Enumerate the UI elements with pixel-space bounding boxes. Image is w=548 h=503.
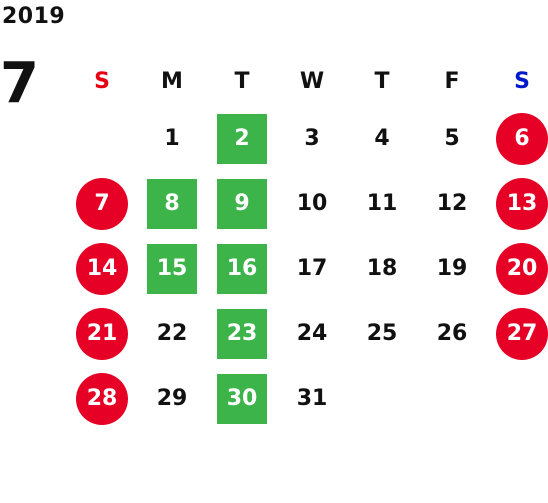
- day-cell[interactable]: 1: [137, 106, 207, 171]
- day-number-holiday[interactable]: 28: [76, 372, 128, 425]
- weekday-cell: W: [277, 56, 347, 106]
- weekday-wednesday: W: [299, 68, 325, 94]
- week-row: 7 8 9 10 11 12 13: [67, 171, 548, 236]
- day-cell[interactable]: 18: [347, 236, 417, 301]
- day-cell[interactable]: 2: [207, 106, 277, 171]
- day-cell[interactable]: 14: [67, 236, 137, 301]
- day-cell[interactable]: 27: [487, 301, 548, 366]
- day-cell[interactable]: 22: [137, 301, 207, 366]
- day-number[interactable]: 1: [164, 126, 180, 151]
- day-cell[interactable]: 11: [347, 171, 417, 236]
- day-cell[interactable]: 8: [137, 171, 207, 236]
- year-label: 2019: [2, 4, 66, 29]
- day-cell[interactable]: 7: [67, 171, 137, 236]
- day-cell[interactable]: 19: [417, 236, 487, 301]
- weekday-tuesday: T: [234, 68, 250, 94]
- day-number[interactable]: 12: [436, 191, 468, 216]
- day-number-marked[interactable]: 2: [217, 113, 267, 164]
- weekday-saturday: S: [514, 68, 530, 94]
- weekday-cell: S: [67, 56, 137, 106]
- week-row: 1 2 3 4 5 6: [67, 106, 548, 171]
- weekday-cell: F: [417, 56, 487, 106]
- day-empty: [76, 113, 128, 165]
- day-cell[interactable]: 15: [137, 236, 207, 301]
- day-number-marked[interactable]: 16: [217, 243, 267, 294]
- day-number[interactable]: 25: [366, 321, 398, 346]
- day-number-holiday[interactable]: 20: [496, 242, 548, 295]
- day-number[interactable]: 4: [374, 126, 390, 151]
- day-number[interactable]: 11: [366, 191, 398, 216]
- weekday-cell: T: [347, 56, 417, 106]
- day-number[interactable]: 24: [296, 321, 328, 346]
- day-number[interactable]: 31: [296, 386, 328, 411]
- day-number-holiday[interactable]: 27: [496, 307, 548, 360]
- day-cell[interactable]: 12: [417, 171, 487, 236]
- week-row: 28 29 30 31: [67, 366, 548, 431]
- week-row: 14 15 16 17 18 19 20: [67, 236, 548, 301]
- day-number[interactable]: 18: [366, 256, 398, 281]
- day-cell[interactable]: 31: [277, 366, 347, 431]
- day-cell[interactable]: 21: [67, 301, 137, 366]
- weekday-sunday: S: [94, 68, 110, 94]
- day-cell[interactable]: 20: [487, 236, 548, 301]
- day-cell: [487, 366, 548, 431]
- day-number[interactable]: 26: [436, 321, 468, 346]
- day-number-marked[interactable]: 15: [147, 243, 197, 294]
- day-cell[interactable]: 5: [417, 106, 487, 171]
- day-number-marked[interactable]: 30: [217, 373, 267, 424]
- day-number[interactable]: 17: [296, 256, 328, 281]
- day-cell[interactable]: 25: [347, 301, 417, 366]
- day-number[interactable]: 19: [436, 256, 468, 281]
- day-cell[interactable]: 13: [487, 171, 548, 236]
- day-number[interactable]: 5: [444, 126, 460, 151]
- weekday-cell: T: [207, 56, 277, 106]
- weekday-header: S M T W T F S: [67, 56, 548, 106]
- weekday-thursday: T: [374, 68, 390, 94]
- day-number[interactable]: 29: [156, 386, 188, 411]
- day-number[interactable]: 22: [156, 321, 188, 346]
- weekday-friday: F: [444, 68, 460, 94]
- day-cell[interactable]: 3: [277, 106, 347, 171]
- day-number[interactable]: 3: [304, 126, 320, 151]
- day-cell[interactable]: 30: [207, 366, 277, 431]
- weekday-cell: M: [137, 56, 207, 106]
- day-empty: [496, 373, 548, 425]
- day-number-marked[interactable]: 9: [217, 178, 267, 229]
- day-cell[interactable]: 9: [207, 171, 277, 236]
- day-cell[interactable]: 28: [67, 366, 137, 431]
- day-number-marked[interactable]: 8: [147, 178, 197, 229]
- day-cell[interactable]: 24: [277, 301, 347, 366]
- calendar-grid: S M T W T F S 1 2 3 4 5 6 7 8 9 10 11 12…: [67, 56, 548, 431]
- day-cell: [67, 106, 137, 171]
- day-cell: [417, 366, 487, 431]
- day-cell[interactable]: 6: [487, 106, 548, 171]
- day-cell[interactable]: 16: [207, 236, 277, 301]
- day-cell[interactable]: 26: [417, 301, 487, 366]
- day-number-holiday[interactable]: 21: [76, 307, 128, 360]
- weekday-monday: M: [161, 68, 183, 94]
- day-number-marked[interactable]: 23: [217, 308, 267, 359]
- day-cell[interactable]: 29: [137, 366, 207, 431]
- day-number-holiday[interactable]: 6: [496, 112, 548, 165]
- day-cell[interactable]: 4: [347, 106, 417, 171]
- day-number-holiday[interactable]: 14: [76, 242, 128, 295]
- day-cell[interactable]: 23: [207, 301, 277, 366]
- day-empty: [356, 373, 408, 425]
- month-label: 7: [0, 51, 39, 116]
- day-cell: [347, 366, 417, 431]
- day-cell[interactable]: 17: [277, 236, 347, 301]
- week-row: 21 22 23 24 25 26 27: [67, 301, 548, 366]
- day-cell[interactable]: 10: [277, 171, 347, 236]
- day-number[interactable]: 10: [296, 191, 328, 216]
- day-empty: [426, 373, 478, 425]
- weekday-cell: S: [487, 56, 548, 106]
- day-number-holiday[interactable]: 13: [496, 177, 548, 230]
- day-number-holiday[interactable]: 7: [76, 177, 128, 230]
